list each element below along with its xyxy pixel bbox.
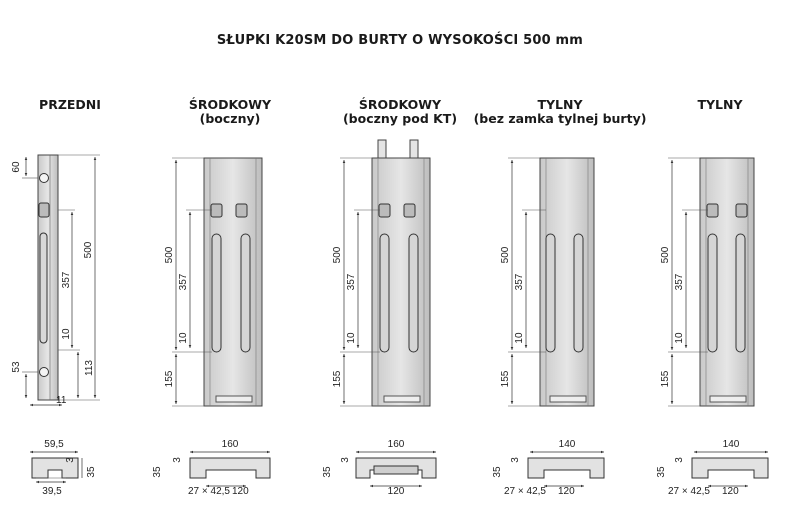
front-section-wall: 3	[65, 457, 76, 463]
heading-text: PRZEDNI	[39, 97, 101, 112]
heading-text: TYLNY	[537, 97, 583, 112]
lock-slot	[240, 233, 251, 353]
front-thickness-label: 11	[56, 395, 67, 406]
column-heading-tylny: TYLNY	[670, 98, 770, 112]
middle-kt-lock-label: 357	[346, 273, 357, 290]
lock-slot	[707, 233, 718, 353]
rear-no-lock-section-wall: 3	[510, 457, 521, 463]
rear-section-wall: 3	[674, 457, 685, 463]
middle-kt-section-depth: 35	[322, 466, 333, 478]
middle-post-drawing: 500 357 10 155	[164, 157, 263, 407]
rear-section-profile: 27 × 42,5	[668, 486, 710, 497]
middle-lower-label: 155	[164, 370, 175, 387]
middle-lock-label: 357	[178, 273, 189, 290]
front-section-base: 39,5	[42, 486, 62, 497]
rear-no-lock-section-width: 140	[559, 439, 576, 450]
middle-section-profile: 27 × 42,5	[188, 486, 230, 497]
rear-gap-label: 10	[674, 332, 685, 344]
middle-kt-section-wall: 3	[340, 457, 351, 463]
subheading-text: (bez zamka tylnej burty)	[473, 111, 647, 126]
front-top-label: 60	[11, 161, 22, 173]
front-bottom-label: 53	[11, 361, 22, 373]
rear-height-label: 500	[660, 246, 671, 263]
front-height-label: 500	[83, 241, 94, 258]
heading-text: TYLNY	[697, 97, 743, 112]
rear-no-lock-gap-label: 10	[514, 332, 525, 344]
kt-lug	[409, 139, 419, 159]
lock-slot	[211, 233, 222, 353]
middle-section-depth: 35	[152, 466, 163, 478]
front-section-width: 59,5	[44, 439, 64, 450]
rear-no-lock-post-drawing: 500 357 10 155	[500, 157, 595, 407]
middle-height-label: 500	[164, 246, 175, 263]
rear-lower-label: 155	[660, 370, 671, 387]
rear-section: 140 27 × 42,5 120 35 3	[656, 439, 769, 497]
heading-text: ŚRODKOWY	[188, 97, 272, 112]
rear-post-drawing: 500 357 10 155	[660, 157, 755, 407]
front-lower-label: 113	[84, 360, 95, 376]
middle-kt-lower-label: 155	[332, 370, 343, 387]
front-gap-label: 10	[61, 328, 72, 340]
rear-no-lock-section-base: 120	[558, 486, 575, 497]
column-heading-srodkowy-kt: ŚRODKOWY (boczny pod KT)	[325, 98, 475, 126]
rear-section-width: 140	[723, 439, 740, 450]
rear-no-lock-section: 140 27 × 42,5 120 35 3	[492, 439, 605, 497]
lock-slot	[379, 233, 390, 353]
middle-section: 160 27 × 42,5 120 35 3	[152, 439, 271, 497]
middle-kt-height-label: 500	[332, 246, 343, 263]
lock-slot	[735, 233, 746, 353]
subheading-text: (boczny)	[199, 111, 261, 126]
middle-kt-section-base: 120	[388, 486, 405, 497]
rear-no-lock-section-depth: 35	[492, 466, 503, 478]
upper-mounting-hole	[39, 173, 49, 183]
lock-slot	[545, 233, 556, 353]
heading-text: ŚRODKOWY	[358, 97, 442, 112]
subheading-text: (boczny pod KT)	[342, 111, 458, 126]
front-lock-label: 357	[61, 271, 72, 288]
front-post-drawing: 500 357 10 113 60 53 11	[11, 154, 100, 407]
lock-slot	[408, 233, 419, 353]
middle-kt-post-drawing: 500 357 10 155	[332, 139, 431, 407]
front-section-depth: 35	[86, 466, 97, 478]
column-heading-tylny-bez: TYLNY (bez zamka tylnej burty)	[470, 98, 650, 126]
middle-section-wall: 3	[172, 457, 183, 463]
rear-no-lock-lower-label: 155	[500, 370, 511, 387]
middle-section-width: 160	[222, 439, 239, 450]
kt-lug	[377, 139, 387, 159]
middle-kt-section-width: 160	[388, 439, 405, 450]
lock-slot	[573, 233, 584, 353]
lower-mounting-hole	[39, 367, 49, 377]
front-section: 59,5 39,5 35 3	[30, 439, 97, 497]
rear-no-lock-height-label: 500	[500, 246, 511, 263]
middle-section-base: 120	[232, 486, 249, 497]
lock-slot	[39, 232, 48, 344]
rear-no-lock-section-profile: 27 × 42,5	[504, 486, 546, 497]
column-heading-srodkowy: ŚRODKOWY (boczny)	[165, 98, 295, 126]
rear-section-depth: 35	[656, 466, 667, 478]
rear-lock-label: 357	[674, 273, 685, 290]
page-title: SŁUPKI K20SM DO BURTY O WYSOKOŚCI 500 mm	[216, 33, 584, 48]
middle-kt-gap-label: 10	[346, 332, 357, 344]
middle-gap-label: 10	[178, 332, 189, 344]
middle-kt-section: 160 120 35 3	[322, 439, 437, 497]
rear-no-lock-lock-label: 357	[514, 273, 525, 290]
lock-catch	[38, 202, 50, 218]
rear-section-base: 120	[722, 486, 739, 497]
column-heading-przedni: PRZEDNI	[20, 98, 120, 112]
